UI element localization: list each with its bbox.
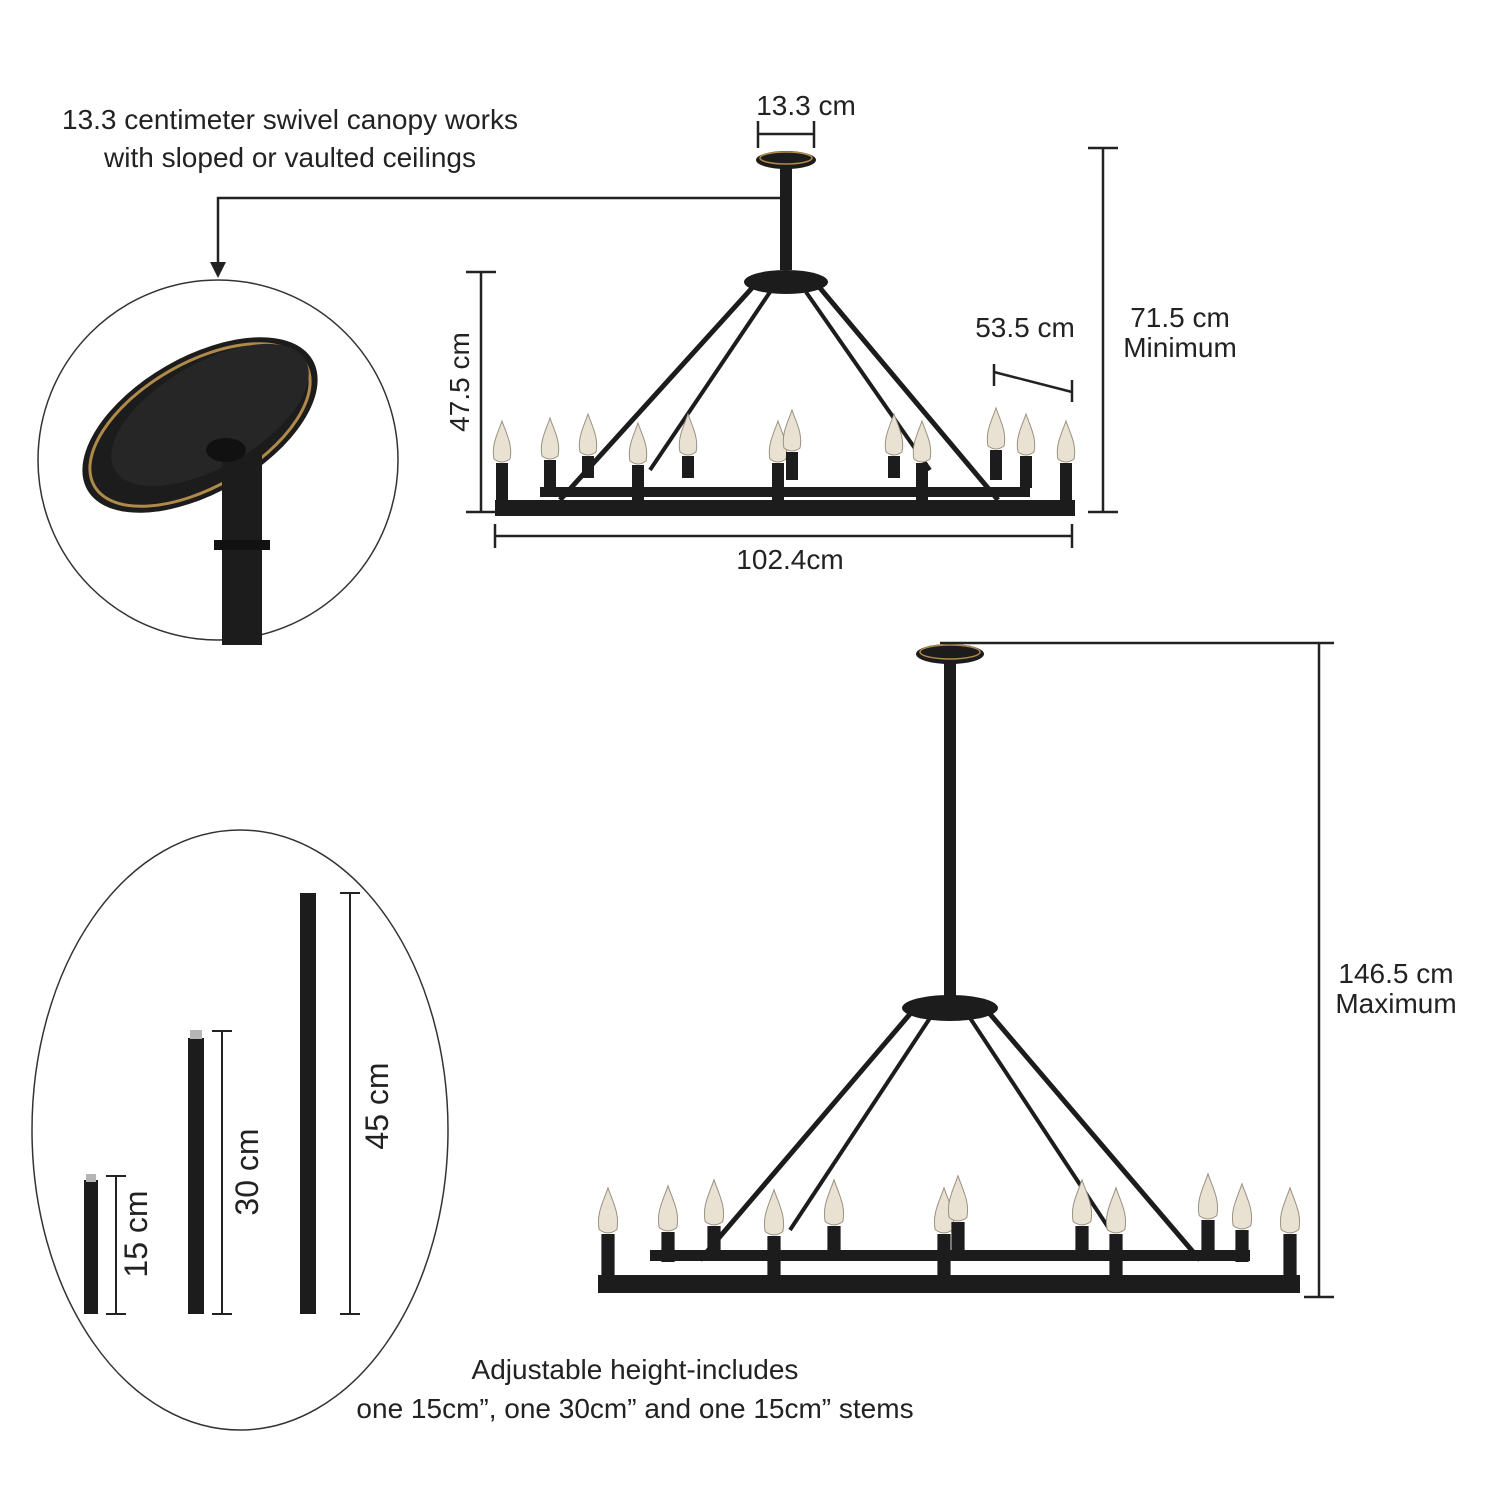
candle-socket — [937, 1234, 951, 1278]
candle-socket — [1109, 1234, 1123, 1278]
candle-bulb-icon — [986, 406, 1006, 450]
candle-socket — [916, 463, 928, 505]
callout-leader-line — [216, 196, 780, 262]
candle-socket — [1201, 1220, 1215, 1250]
candle-bulb-icon — [1016, 412, 1036, 456]
canopy-closeup — [82, 337, 318, 645]
candle-bulb-icon — [1279, 1186, 1301, 1234]
candle-bulb-icon — [823, 1178, 845, 1226]
chandelier-minimum — [492, 151, 1076, 516]
candle-socket — [951, 1222, 965, 1250]
candle-bulb-icon — [657, 1184, 679, 1232]
chandelier-maximum — [597, 644, 1301, 1293]
min-height-value: 71.5 cm — [1130, 302, 1230, 333]
candle-socket — [682, 456, 694, 478]
min-height-caption: Minimum — [1123, 332, 1237, 363]
stem-45cm-label: 45 cm — [359, 1062, 395, 1150]
candle-bulb-icon — [678, 412, 698, 456]
candle-socket — [827, 1226, 841, 1250]
candle-socket — [888, 456, 900, 478]
canopy-note-line2: with sloped or vaulted ceilings — [104, 142, 476, 173]
candle-socket — [772, 463, 784, 505]
candle-socket — [1060, 463, 1072, 505]
canopy-note-line1: 13.3 centimeter swivel canopy works — [62, 104, 518, 135]
candle-bulb-icon — [703, 1178, 725, 1226]
candle-socket — [632, 465, 644, 505]
bulbs-minimum-row — [492, 406, 1076, 505]
dimension-lines-maximum — [940, 641, 1334, 1299]
candle-socket — [767, 1236, 781, 1278]
candle-bulb-icon — [884, 412, 904, 456]
candle-bulb-icon — [1056, 419, 1076, 463]
candle-socket — [786, 452, 798, 480]
candle-socket — [544, 460, 556, 490]
callout-arrow-icon — [210, 262, 226, 278]
stem-30cm — [188, 1038, 204, 1314]
candle-bulb-icon — [1105, 1186, 1127, 1234]
candle-bulb-icon — [628, 421, 648, 465]
candle-bulb-icon — [597, 1186, 619, 1234]
candle-bulb-icon — [1197, 1172, 1219, 1220]
frame-depth-label: 53.5 cm — [975, 312, 1075, 343]
candle-socket — [582, 456, 594, 478]
candle-bulb-icon — [1231, 1182, 1253, 1230]
frame-width-label: 102.4cm — [736, 544, 844, 575]
candle-socket — [707, 1226, 721, 1250]
candle-bulb-icon — [578, 412, 598, 456]
canopy-width-label: 13.3 cm — [756, 90, 856, 121]
stems-callout — [31, 829, 449, 1431]
stem-note-line2: one 15cm”, one 30cm” and one 15cm” stems — [356, 1393, 914, 1424]
frame-height-label: 47.5 cm — [444, 332, 475, 432]
candle-bulb-icon — [947, 1174, 969, 1222]
candle-socket — [601, 1234, 615, 1278]
candle-bulb-icon — [1071, 1178, 1093, 1226]
canopy-detail-circle — [37, 279, 399, 641]
candle-bulb-icon — [763, 1188, 785, 1236]
candle-socket — [1283, 1234, 1297, 1278]
candle-socket — [990, 450, 1002, 480]
candle-socket — [1235, 1230, 1249, 1262]
dimension-lines-minimum — [466, 121, 1118, 548]
candle-socket — [661, 1232, 675, 1262]
stem-15cm — [84, 1180, 98, 1314]
candle-bulb-icon — [912, 419, 932, 463]
candle-socket — [1075, 1226, 1089, 1250]
max-height-value: 146.5 cm — [1338, 958, 1454, 989]
candle-bulb-icon — [492, 419, 512, 463]
candle-socket — [1020, 456, 1032, 488]
max-height-caption: Maximum — [1335, 988, 1457, 1019]
stem-note-line1: Adjustable height-includes — [471, 1354, 799, 1385]
candle-bulb-icon — [782, 408, 802, 452]
candle-socket — [496, 463, 508, 505]
stem-45cm — [300, 893, 316, 1314]
stem-30cm-label: 30 cm — [229, 1128, 265, 1216]
stems-detail-ellipse — [31, 829, 449, 1431]
candle-bulb-icon — [540, 416, 560, 460]
bulbs-maximum-row — [597, 1172, 1301, 1278]
stem-15cm-label: 15 cm — [118, 1190, 154, 1278]
canopy-callout — [37, 196, 780, 645]
